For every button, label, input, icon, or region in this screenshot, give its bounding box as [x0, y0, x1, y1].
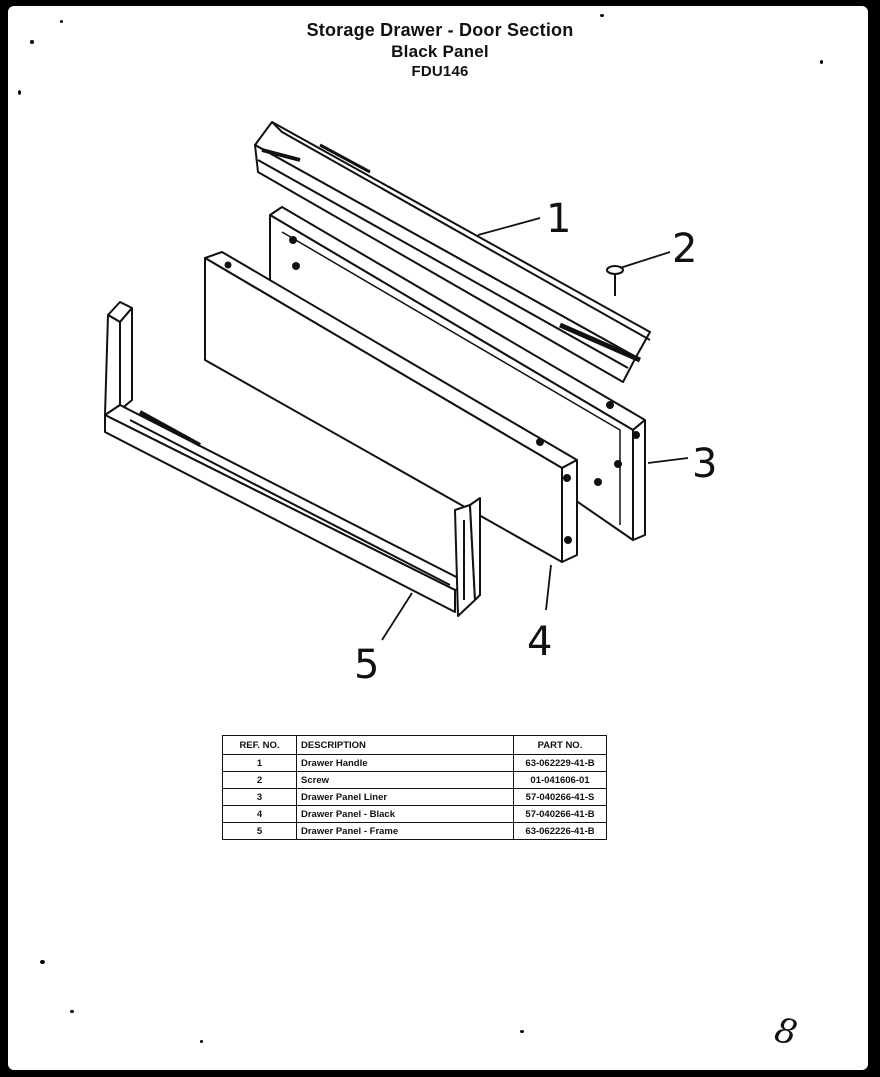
part-no-cell: 63-062226-41-B [513, 822, 607, 840]
diagram-title: Storage Drawer - Door Section [306, 20, 574, 40]
callout-2: 2 [672, 226, 697, 272]
scan-speck [600, 14, 604, 17]
callout-3: 3 [692, 441, 717, 487]
ref-cell: 5 [222, 822, 297, 840]
scan-speck [200, 1040, 203, 1043]
table-row: 3 Drawer Panel Liner 57-040266-41-S [222, 788, 607, 806]
table-row: 4 Drawer Panel - Black 57-040266-41-B [222, 805, 607, 823]
column-header-ref: REF. NO. [222, 735, 297, 755]
scan-speck [30, 40, 34, 44]
description-cell: Drawer Panel - Frame [296, 822, 514, 840]
description-cell: Screw [296, 771, 514, 789]
drawer-panel-frame-part [104, 301, 481, 617]
drawing-sheet [8, 6, 868, 1070]
part-no-cell: 63-062229-41-B [513, 754, 607, 772]
scan-speck [820, 60, 823, 64]
description-cell: Drawer Handle [296, 754, 514, 772]
parts-table-header: REF. NO. DESCRIPTION PART NO. [222, 735, 607, 755]
diagram-subtitle: Black Panel [391, 42, 489, 61]
callout-5: 5 [354, 642, 379, 688]
ref-cell: 3 [222, 788, 297, 806]
scan-speck [60, 20, 63, 23]
scan-speck [18, 90, 21, 95]
callout-4: 4 [527, 619, 552, 665]
scan-speck [520, 1030, 524, 1033]
ref-cell: 4 [222, 805, 297, 823]
table-row: 5 Drawer Panel - Frame 63-062226-41-B [222, 822, 607, 840]
description-cell: Drawer Panel Liner [296, 788, 514, 806]
column-header-part-no: PART NO. [513, 735, 607, 755]
drawer-handle-part [254, 121, 651, 383]
column-header-description: DESCRIPTION [296, 735, 514, 755]
description-cell: Drawer Panel - Black [296, 805, 514, 823]
table-row: 2 Screw 01-041606-01 [222, 771, 607, 789]
callout-1: 1 [546, 196, 571, 242]
ref-cell: 2 [222, 771, 297, 789]
screw-part [606, 265, 624, 296]
scan-speck [70, 1010, 74, 1013]
leader-lines [381, 217, 689, 641]
ref-cell: 1 [222, 754, 297, 772]
model-number: FDU146 [411, 63, 469, 80]
scan-speck [40, 960, 45, 964]
table-row: 1 Drawer Handle 63-062229-41-B [222, 754, 607, 772]
drawer-panel-black-part [204, 251, 578, 563]
part-no-cell: 01-041606-01 [513, 771, 607, 789]
part-no-cell: 57-040266-41-B [513, 805, 607, 823]
parts-table: REF. NO. DESCRIPTION PART NO. 1 Drawer H… [222, 735, 607, 840]
part-no-cell: 57-040266-41-S [513, 788, 607, 806]
